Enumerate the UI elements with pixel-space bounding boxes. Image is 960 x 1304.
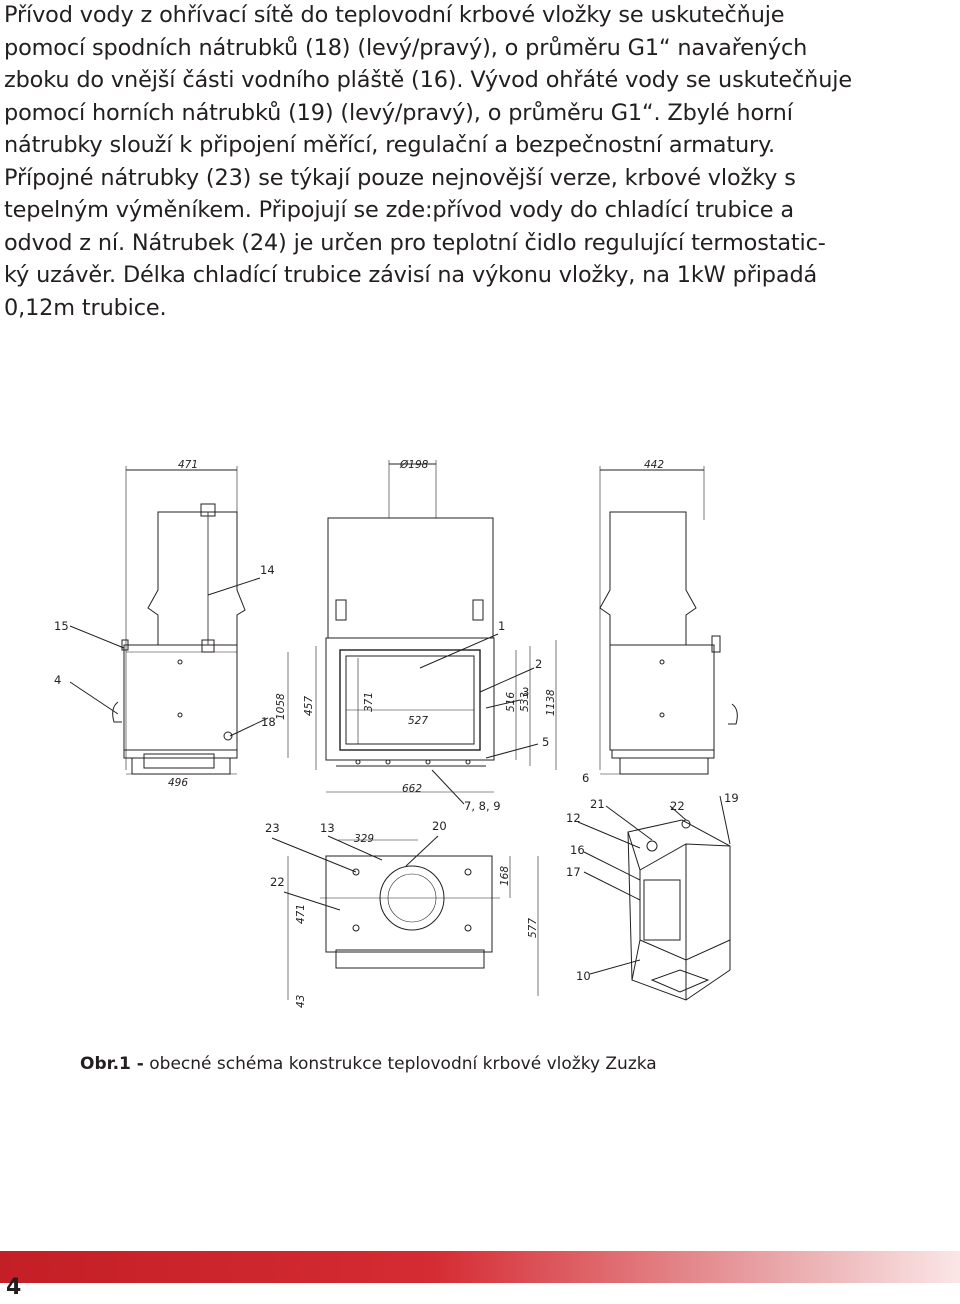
- label-5: 5: [542, 735, 549, 749]
- paragraph-line: tepelným výměníkem. Připojují se zde:pří…: [4, 197, 794, 223]
- dimension-labels: 471 Ø198 442 1058 457 371 527 516 533 11…: [168, 459, 664, 1008]
- side-view-left: [69, 466, 269, 775]
- label-14: 14: [260, 563, 275, 577]
- label-2: 2: [535, 657, 542, 671]
- front-view: [287, 460, 557, 805]
- dim-577: 577: [527, 918, 539, 938]
- dim-496: 496: [168, 777, 188, 789]
- label-15: 15: [54, 619, 69, 633]
- part-labels: 14 15 4 18 1 2 3 5 6 7, 8, 9 19 21 22 12…: [54, 563, 739, 983]
- paragraph-line: pomocí spodních nátrubků (18) (levý/prav…: [4, 34, 808, 61]
- dim-471-top: 471: [178, 459, 198, 471]
- dim-533: 533: [519, 692, 531, 712]
- label-6: 6: [582, 771, 589, 785]
- dim-43: 43: [295, 995, 307, 1008]
- dim-471-bottom: 471: [295, 904, 307, 924]
- label-23: 23: [265, 821, 280, 835]
- page-number: 4: [6, 1275, 22, 1300]
- caption-label: Obr.1 -: [80, 1054, 144, 1074]
- dim-442: 442: [644, 459, 664, 471]
- side-view-right: [599, 466, 738, 775]
- paragraph-line: 0,12m trubice.: [4, 294, 167, 321]
- footer-accent-bar: [0, 1251, 960, 1283]
- label-22b: 22: [270, 875, 285, 889]
- caption-text: obecné schéma konstrukce teplovodní krbo…: [143, 1054, 657, 1074]
- dim-662: 662: [402, 783, 422, 795]
- paragraph-line: ký uzávěr. Délka chladící trubice závisí…: [4, 262, 818, 288]
- technical-drawing-svg: 14 15 4 18 1 2 3 5 6 7, 8, 9 19 21 22 12…: [54, 459, 739, 1008]
- dim-1138: 1138: [545, 689, 557, 716]
- dim-329: 329: [354, 833, 374, 845]
- label-20: 20: [432, 819, 447, 833]
- dim-516: 516: [505, 692, 517, 712]
- label-18: 18: [261, 715, 276, 729]
- label-17: 17: [566, 865, 581, 879]
- paragraph-line: zboku do vnější části vodního pláště (16…: [4, 67, 852, 93]
- label-16: 16: [570, 843, 585, 857]
- label-19: 19: [724, 791, 739, 805]
- paragraph-line: odvod z ní. Nátrubek (24) je určen pro t…: [4, 229, 826, 256]
- dim-457: 457: [303, 696, 315, 716]
- label-10: 10: [576, 969, 591, 983]
- body-paragraph: Přívod vody z ohřívací sítě do teplovodn…: [4, 0, 944, 325]
- label-1: 1: [498, 619, 505, 633]
- label-12: 12: [566, 811, 581, 825]
- technical-drawing: 14 15 4 18 1 2 3 5 6 7, 8, 9 19 21 22 12…: [40, 440, 960, 1040]
- dim-diameter-198: Ø198: [399, 459, 429, 471]
- dim-1058: 1058: [275, 693, 287, 720]
- isometric-view: [577, 795, 731, 1001]
- label-3: 3: [522, 685, 529, 699]
- top-view: [271, 835, 539, 1000]
- dim-371: 371: [363, 692, 375, 712]
- figure-caption: Obr.1 - obecné schéma konstrukce teplovo…: [80, 1052, 657, 1076]
- label-7-8-9: 7, 8, 9: [464, 799, 501, 813]
- paragraph-line: pomocí horních nátrubků (19) (levý/pravý…: [4, 99, 793, 126]
- dim-168: 168: [499, 866, 511, 886]
- label-21: 21: [590, 797, 605, 811]
- paragraph-line: Přípojné nátrubky (23) se týkají pouze n…: [4, 164, 796, 191]
- label-13: 13: [320, 821, 335, 835]
- dim-527: 527: [408, 715, 428, 727]
- paragraph-line: nátrubky slouží k připojení měřící, regu…: [4, 132, 775, 158]
- paragraph-line: Přívod vody z ohřívací sítě do teplovodn…: [4, 2, 785, 28]
- label-4: 4: [54, 673, 61, 687]
- label-22: 22: [670, 799, 685, 813]
